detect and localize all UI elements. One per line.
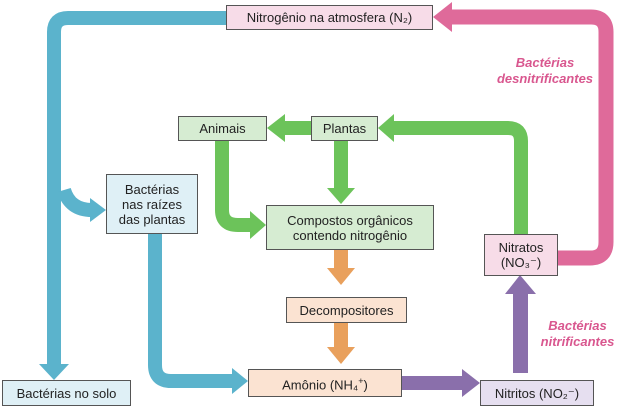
organic-compounds-node: Compostos orgânicos contendo nitrogênio <box>266 205 434 250</box>
animals-label: Animais <box>199 121 246 136</box>
animals-node: Animais <box>178 116 267 141</box>
nitrates-to-plants-arrow <box>393 121 528 234</box>
ammonium-charge: + <box>358 375 364 386</box>
soil-bacteria-label: Bactérias no solo <box>16 385 117 401</box>
root-bacteria-line-1: Bactérias <box>124 181 180 197</box>
ammonium-label: Amônio (NH₄+) <box>282 374 368 392</box>
nitrates-line-1: Nitratos <box>498 240 544 255</box>
nitrates-to-atmosphere-arrow <box>450 9 614 266</box>
plants-arrowhead <box>378 114 394 142</box>
denitrifying-line-2: desnitrificantes <box>496 71 594 86</box>
atmosphere-node: Nitrogênio na atmosfera (N₂) <box>226 5 433 30</box>
green-arrows <box>215 121 528 234</box>
blue-arrows <box>47 11 234 388</box>
organic-left-arrowhead <box>250 211 266 239</box>
organic-top-arrowhead <box>327 188 355 204</box>
denitrifying-line-1: Bactérias <box>515 55 575 70</box>
root-bacteria-arrowhead <box>90 198 106 222</box>
nitrates-line-2: (NO₃⁻) <box>500 255 542 270</box>
nitrifying-bacteria-label: Bactérias nitrificantes <box>530 318 625 350</box>
atmosphere-to-root-bacteria-arrow <box>57 187 93 217</box>
soil-bacteria-arrowhead <box>39 364 69 380</box>
denitrifying-bacteria-label: Bactérias desnitrificantes <box>470 55 620 87</box>
nitrites-node: Nitritos (NO₂⁻) <box>480 380 594 406</box>
nitrifying-line-1: Bactérias <box>548 318 607 333</box>
ammonium-blue-arrowhead <box>232 368 248 394</box>
ammonium-node: Amônio (NH₄+) <box>248 369 402 397</box>
decomposers-to-ammonium-shaft <box>334 322 348 348</box>
ammonium-to-nitrites-shaft <box>402 376 464 390</box>
root-bacteria-line-2: nas raízes <box>122 196 182 212</box>
purple-arrows <box>402 275 536 397</box>
green-arrowheads <box>250 114 394 239</box>
nitrites-to-nitrates-shaft <box>513 292 528 373</box>
soil-bacteria-node: Bactérias no solo <box>2 380 131 406</box>
organic-line-1: Compostos orgânicos <box>287 212 413 228</box>
animals-to-organic-arrow <box>215 141 252 232</box>
root-bacteria-to-ammonium-arrow <box>148 233 234 388</box>
plants-node: Plantas <box>311 116 378 141</box>
decomposers-label: Decompositores <box>299 302 394 318</box>
root-bacteria-line-3: das plantas <box>118 211 186 227</box>
ammonium-close-paren: ) <box>363 377 368 393</box>
decomposers-node: Decompositores <box>286 297 407 323</box>
nitrites-label: Nitritos (NO₂⁻) <box>494 385 580 401</box>
orange-arrows <box>327 250 355 364</box>
atmosphere-arrowhead <box>433 2 452 32</box>
blue-arrowheads <box>39 198 248 394</box>
atmosphere-label: Nitrogênio na atmosfera (N₂) <box>246 10 413 25</box>
organic-line-2: contendo nitrogênio <box>292 227 408 243</box>
nitrifying-line-2: nitrificantes <box>540 334 615 349</box>
root-bacteria-node: Bactérias nas raízes das plantas <box>106 174 198 234</box>
plants-label: Plantas <box>322 121 367 136</box>
animals-arrowhead <box>267 114 285 142</box>
ammonium-orange-arrowhead <box>327 347 355 364</box>
ammonium-formula: Amônio (NH₄ <box>282 377 359 393</box>
nitrites-arrowhead <box>462 369 480 397</box>
nitrates-node: Nitratos (NO₃⁻) <box>484 234 558 276</box>
organic-to-decomposers-shaft <box>334 250 348 269</box>
nitrates-arrowhead <box>505 275 536 294</box>
atmosphere-to-soil-bacteria-arrow <box>47 11 226 366</box>
decomposers-arrowhead <box>327 268 355 285</box>
